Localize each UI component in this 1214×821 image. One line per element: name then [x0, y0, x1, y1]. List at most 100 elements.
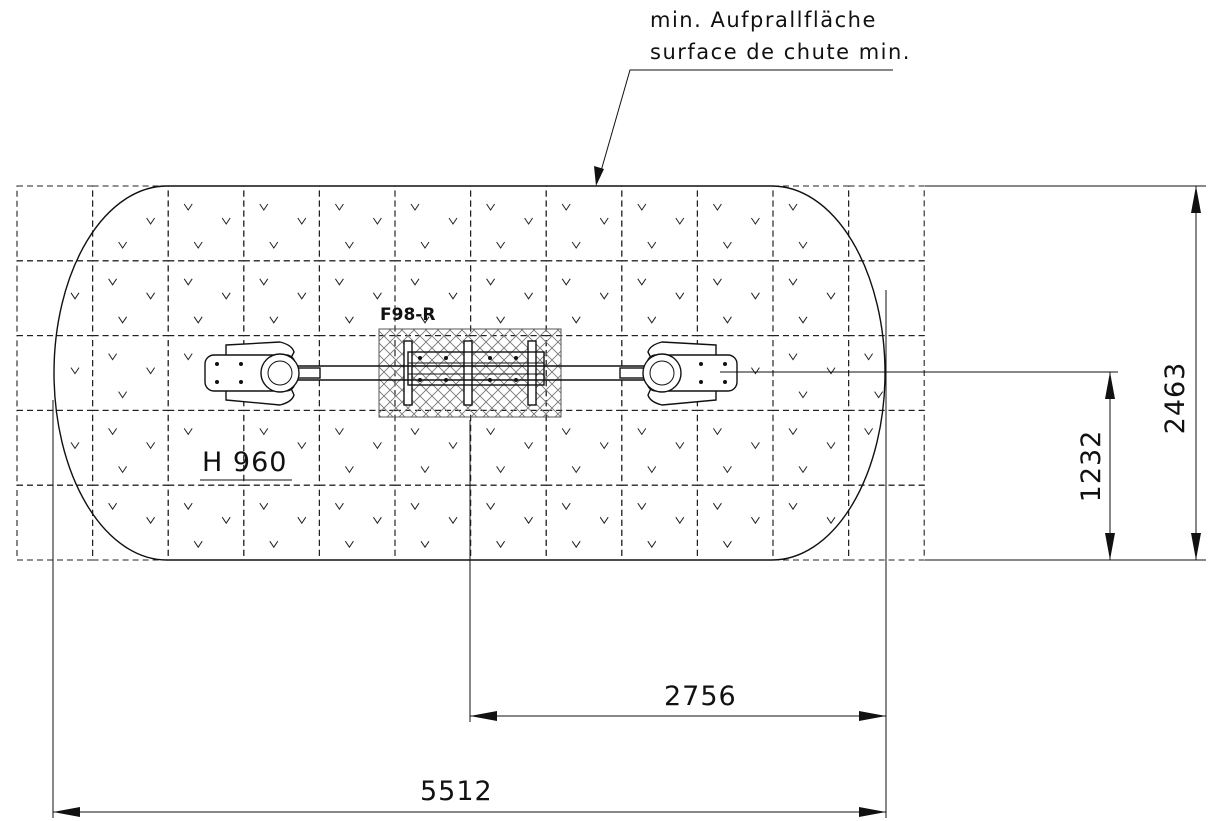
impact-surface-mark	[372, 516, 382, 525]
impact-surface-mark	[344, 540, 354, 549]
grid-tile	[848, 260, 925, 337]
impact-surface-mark	[675, 442, 685, 450]
impact-surface-mark	[193, 316, 203, 324]
grid-tile	[621, 260, 698, 337]
impact-surface-mark	[788, 203, 798, 211]
impact-area-label-fr: surface de chute min.	[650, 40, 911, 64]
impact-surface-mark	[561, 278, 571, 286]
impact-surface-mark	[599, 217, 609, 225]
impact-surface-mark	[722, 316, 732, 324]
impact-surface-mark	[334, 428, 344, 436]
impact-surface-mark	[561, 502, 571, 511]
impact-surface-mark	[420, 316, 430, 324]
grid-tile	[243, 185, 320, 262]
left-seat	[204, 341, 300, 406]
impact-surface-mark	[259, 502, 269, 511]
grid-tile	[772, 409, 850, 486]
impact-surface-mark	[571, 466, 581, 474]
impact-surface-mark	[647, 241, 657, 249]
impact-surface-mark	[750, 516, 760, 525]
dimension-total-length: 5512	[420, 776, 493, 807]
impact-surface-mark	[599, 292, 609, 300]
grid-tile	[545, 409, 623, 486]
impact-surface-mark	[788, 502, 798, 511]
impact-surface-mark	[70, 442, 80, 450]
tile-grid	[16, 185, 925, 561]
dimension-half-length: 2756	[664, 681, 737, 712]
grid-tile	[16, 185, 94, 262]
impact-surface-mark	[297, 292, 307, 300]
impact-surface-mark	[524, 217, 534, 225]
impact-surface-mark	[221, 217, 231, 225]
right-seat	[642, 341, 738, 406]
impact-surface-mark	[486, 428, 496, 436]
impact-surface-mark	[874, 391, 884, 399]
grid-tile	[621, 185, 698, 262]
impact-surface-mark	[496, 466, 506, 474]
impact-surface-mark	[486, 203, 496, 211]
grid-tile	[92, 185, 169, 262]
grid-tile	[16, 484, 94, 561]
grid-tile	[545, 260, 623, 337]
impact-surface-mark	[750, 442, 760, 450]
impact-surface-mark	[70, 292, 80, 300]
impact-surface-mark	[118, 391, 128, 399]
impact-surface-mark	[269, 540, 279, 549]
grid-tile	[243, 484, 320, 561]
impact-surface-mark	[259, 428, 269, 436]
impact-surface-mark	[193, 540, 203, 549]
grid-tile	[848, 484, 925, 561]
impact-surface-mark	[524, 292, 534, 300]
impact-surface-mark	[647, 540, 657, 549]
grid-tile	[470, 260, 547, 337]
impact-surface-mark	[712, 428, 722, 436]
grid-tile	[696, 185, 774, 262]
grid-tile	[16, 409, 94, 486]
grid-tile	[243, 260, 320, 337]
impact-surface-mark	[798, 466, 808, 474]
grid-tile	[848, 409, 925, 486]
balance-beam	[283, 365, 657, 381]
impact-surface-mark	[70, 367, 80, 375]
grid-tile	[318, 185, 396, 262]
impact-surface-mark	[798, 241, 808, 249]
grid-tile	[621, 409, 698, 486]
impact-surface-mark	[637, 203, 647, 211]
impact-surface-mark	[864, 353, 874, 361]
impact-surface-mark	[259, 203, 269, 211]
impact-area-marks	[70, 203, 884, 549]
impact-surface-mark	[344, 316, 354, 324]
impact-surface-mark	[750, 292, 760, 300]
grid-tile	[92, 484, 169, 561]
impact-surface-mark	[410, 203, 420, 211]
impact-area-label-de: min. Aufprallfläche	[650, 8, 877, 32]
grid-tile	[16, 260, 94, 337]
impact-surface-mark	[637, 428, 647, 436]
grid-tile	[621, 484, 698, 561]
impact-surface-mark	[798, 391, 808, 399]
impact-surface-mark	[448, 442, 458, 450]
impact-surface-mark	[297, 442, 307, 450]
impact-surface-mark	[561, 203, 571, 211]
impact-surface-mark	[826, 292, 836, 300]
grid-tile	[92, 260, 169, 337]
impact-surface-mark	[108, 278, 118, 286]
impact-surface-mark	[561, 428, 571, 436]
grid-tile	[772, 335, 850, 411]
impact-surface-mark	[496, 241, 506, 249]
impact-surface-mark	[571, 316, 581, 324]
impact-surface-mark	[183, 502, 193, 511]
impact-surface-mark	[599, 516, 609, 525]
impact-surface-mark	[448, 516, 458, 525]
impact-surface-mark	[826, 442, 836, 450]
impact-surface-mark	[496, 540, 506, 549]
impact-surface-mark	[183, 428, 193, 436]
grid-tile	[470, 484, 547, 561]
impact-surface-mark	[788, 278, 798, 286]
impact-surface-mark	[372, 217, 382, 225]
impact-surface-mark	[750, 367, 760, 375]
impact-surface-mark	[524, 442, 534, 450]
product-code: F98-R	[380, 305, 435, 325]
grid-tile	[167, 185, 245, 262]
